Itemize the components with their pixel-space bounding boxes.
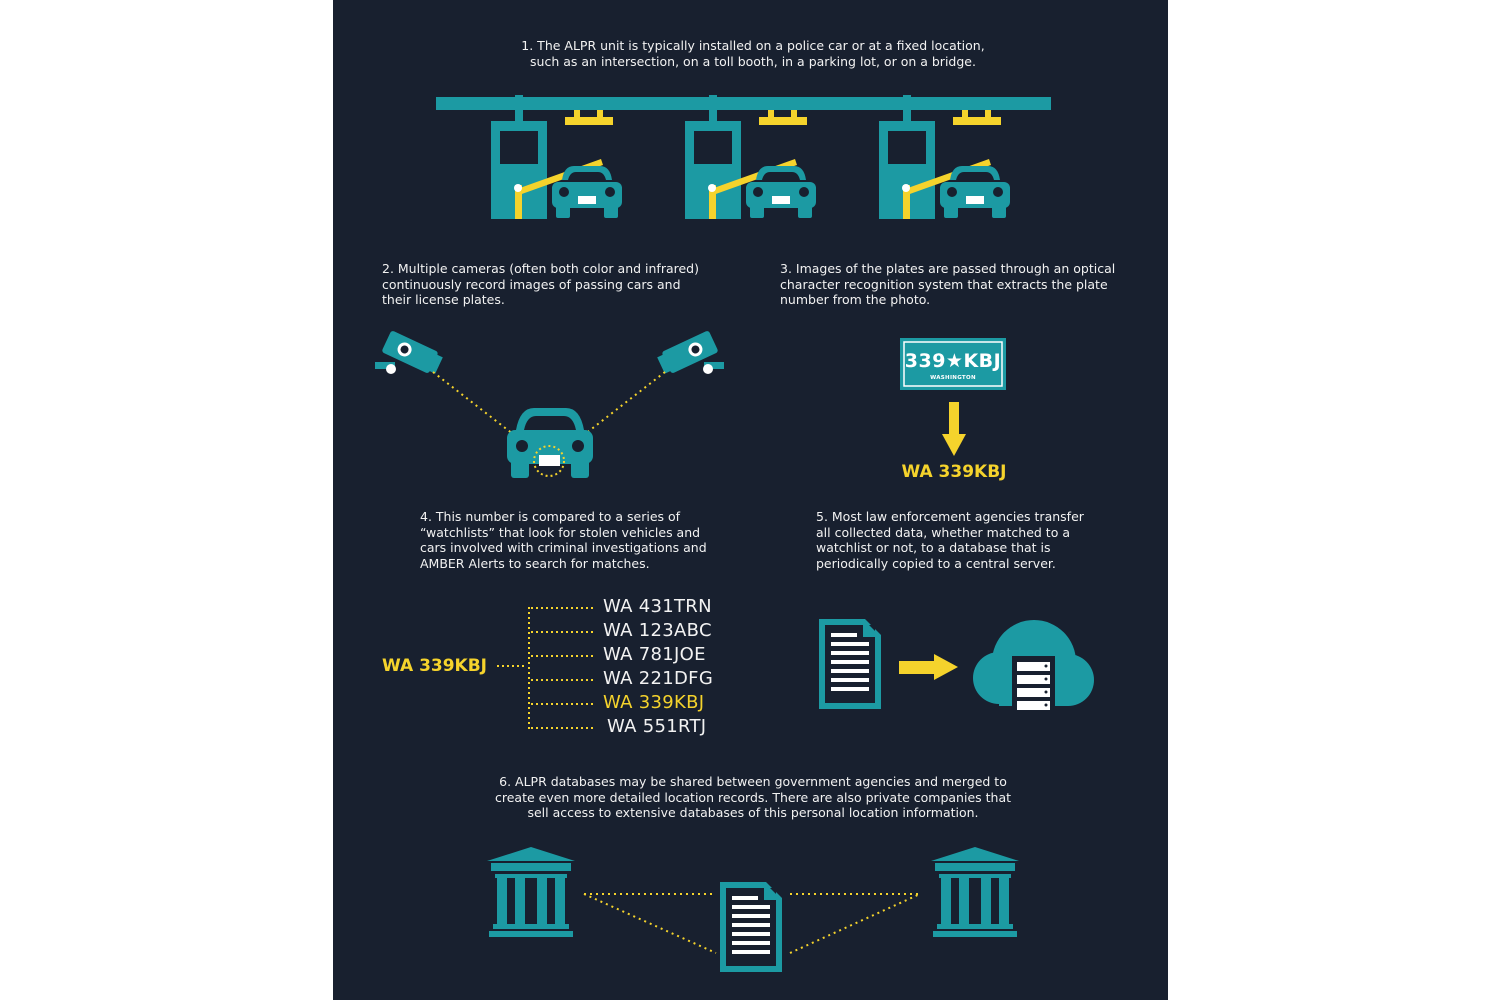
watchlist-bracket (497, 607, 593, 729)
toll-gantry (436, 97, 1051, 110)
camera-sensor-icon (565, 110, 1001, 125)
step2-line3: their license plates. (382, 292, 505, 308)
document-icon (720, 882, 782, 972)
step2-line2: continuously record images of passing ca… (382, 276, 681, 292)
watchlist-entry: WA 123ABC (603, 620, 712, 641)
step6-text: 6. ALPR databases may be shared between … (433, 774, 1073, 821)
car-icon (552, 166, 1010, 218)
camera-icon (655, 330, 724, 377)
arrow-right-icon (899, 654, 958, 680)
step3-line2: character recognition system that extrac… (780, 276, 1108, 292)
step4-line3: cars involved with criminal investigatio… (420, 540, 707, 556)
step3-line1: 3. Images of the plates are passed throu… (780, 261, 1116, 276)
step6-line3: sell access to extensive databases of th… (527, 805, 979, 821)
step1-text: 1. The ALPR unit is typically installed … (433, 38, 1073, 69)
cloud-server-icon (973, 620, 1094, 714)
step5-line1: 5. Most law enforcement agencies transfe… (816, 509, 1084, 524)
government-building-icon (487, 847, 575, 937)
step4-line1: 4. This number is compared to a series o… (420, 509, 681, 524)
watchlist-entry: WA 551RTJ (607, 716, 707, 737)
step4-text: 4. This number is compared to a series o… (420, 509, 760, 572)
step4-line4: AMBER Alerts to search for matches. (420, 556, 650, 572)
step1-line2: such as an intersection, on a toll booth… (530, 53, 976, 69)
query-plate-number: WA 339KBJ (382, 656, 488, 676)
extracted-plate-number: WA 339KBJ (901, 462, 1007, 482)
government-building-icon (931, 847, 1019, 937)
step6-line2: create even more detailed location recor… (494, 789, 1011, 805)
step5-line2: all collected data, whether matched to a (816, 524, 1070, 540)
license-plate-state: WASHINGTON (930, 375, 976, 381)
step5-line4: periodically copied to a central server. (816, 556, 1056, 572)
watchlist-entry: WA 221DFG (603, 668, 714, 689)
step4-line2: “watchlists” that look for stolen vehicl… (420, 524, 701, 540)
step5-text: 5. Most law enforcement agencies transfe… (816, 509, 1156, 572)
step2-line1: 2. Multiple cameras (often both color an… (382, 261, 699, 276)
watchlist-entry: WA 781JOE (603, 644, 706, 665)
camera-sight-lines (432, 371, 666, 456)
step6-line1: 6. ALPR databases may be shared between … (499, 774, 1007, 789)
infographic-panel (333, 0, 1168, 1000)
document-icon (819, 619, 881, 709)
arrow-down-icon (942, 402, 966, 456)
watchlist-entry-match: WA 339KBJ (603, 692, 705, 713)
car-icon (507, 408, 593, 478)
step1-line1: 1. The ALPR unit is typically installed … (521, 38, 985, 53)
license-plate-icon (900, 338, 1006, 390)
step3-text: 3. Images of the plates are passed throu… (780, 261, 1160, 308)
step2-text: 2. Multiple cameras (often both color an… (382, 261, 762, 308)
step5-line3: watchlist or not, to a database that is (816, 540, 1051, 556)
sharing-lines (583, 893, 921, 954)
watchlist-entry: WA 431TRN (603, 596, 712, 617)
camera-icon (375, 330, 445, 377)
step3-line3: number from the photo. (780, 292, 931, 308)
license-plate-number: 339★KBJ (904, 350, 1002, 372)
